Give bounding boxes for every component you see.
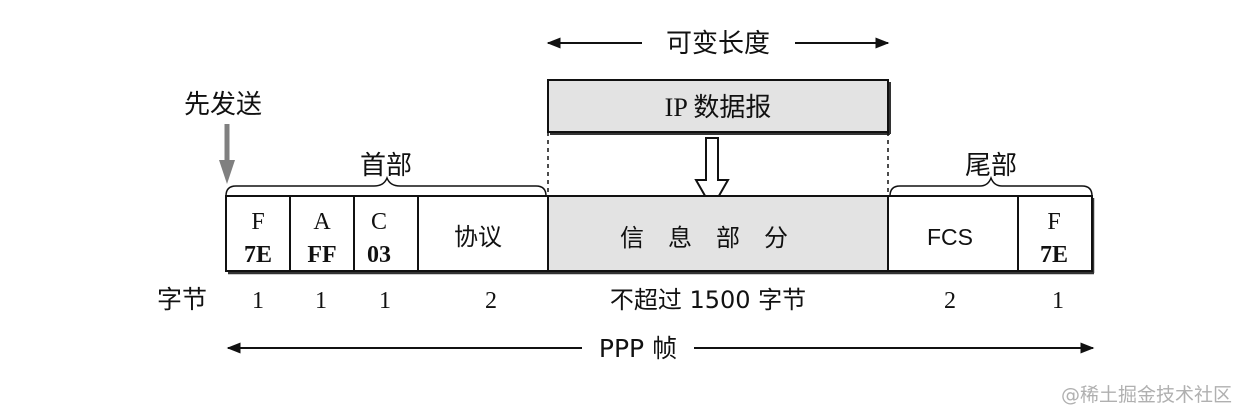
header-brace (225, 175, 547, 197)
field-f-end (1017, 195, 1093, 272)
field-information-name: 信 息 部 分 (620, 224, 788, 252)
encapsulation-arrow-icon (694, 137, 730, 211)
field-f-start-name: F (251, 209, 264, 235)
field-f-end-value: 7E (1040, 242, 1068, 268)
field-fcs-name: FCS (927, 224, 973, 250)
byte-count-row: 字节 1 1 1 2 不超过 1500 字节 2 1 (157, 285, 1064, 314)
frame-row: F 7E A FF C 03 协议 信 息 部 分 FCS F 7E (225, 195, 1093, 272)
field-protocol-name: 协议 (454, 223, 502, 251)
trailer-brace (889, 175, 1093, 197)
send-first-label: 先发送 (184, 90, 262, 120)
field-control-name: C (371, 209, 387, 235)
field-f-start-value: 7E (244, 242, 272, 268)
trailer-label: 尾部 (965, 151, 1017, 181)
field-protocol (417, 195, 549, 272)
watermark: @稀土掘金技术社区 (1061, 384, 1232, 406)
bytes-protocol: 2 (485, 288, 497, 314)
field-address-value: FF (307, 242, 336, 268)
bytes-f-start: 1 (252, 288, 264, 314)
bytes-address: 1 (315, 288, 327, 314)
field-information (547, 195, 889, 272)
bytes-control: 1 (379, 288, 391, 314)
send-first-arrow-icon (219, 124, 235, 184)
variable-length-dimension: 可变长度 (546, 29, 890, 59)
ip-datagram-label: IP 数据报 (665, 93, 772, 122)
ppp-frame-dimension: PPP 帧 (226, 334, 1095, 363)
bytes-fcs: 2 (944, 288, 956, 314)
ip-datagram-box (547, 79, 889, 133)
bytes-information: 不超过 1500 字节 (610, 286, 806, 314)
field-fcs (887, 195, 1019, 272)
variable-length-label: 可变长度 (666, 29, 770, 59)
header-label: 首部 (360, 151, 412, 181)
bytes-label: 字节 (157, 285, 207, 314)
field-control-value: 03 (367, 242, 391, 268)
ppp-frame-label: PPP 帧 (599, 334, 677, 363)
field-address-name: A (313, 209, 331, 235)
bytes-f-end: 1 (1052, 288, 1064, 314)
ip-datagram: IP 数据报 (547, 79, 891, 135)
field-f-end-name: F (1047, 209, 1060, 235)
